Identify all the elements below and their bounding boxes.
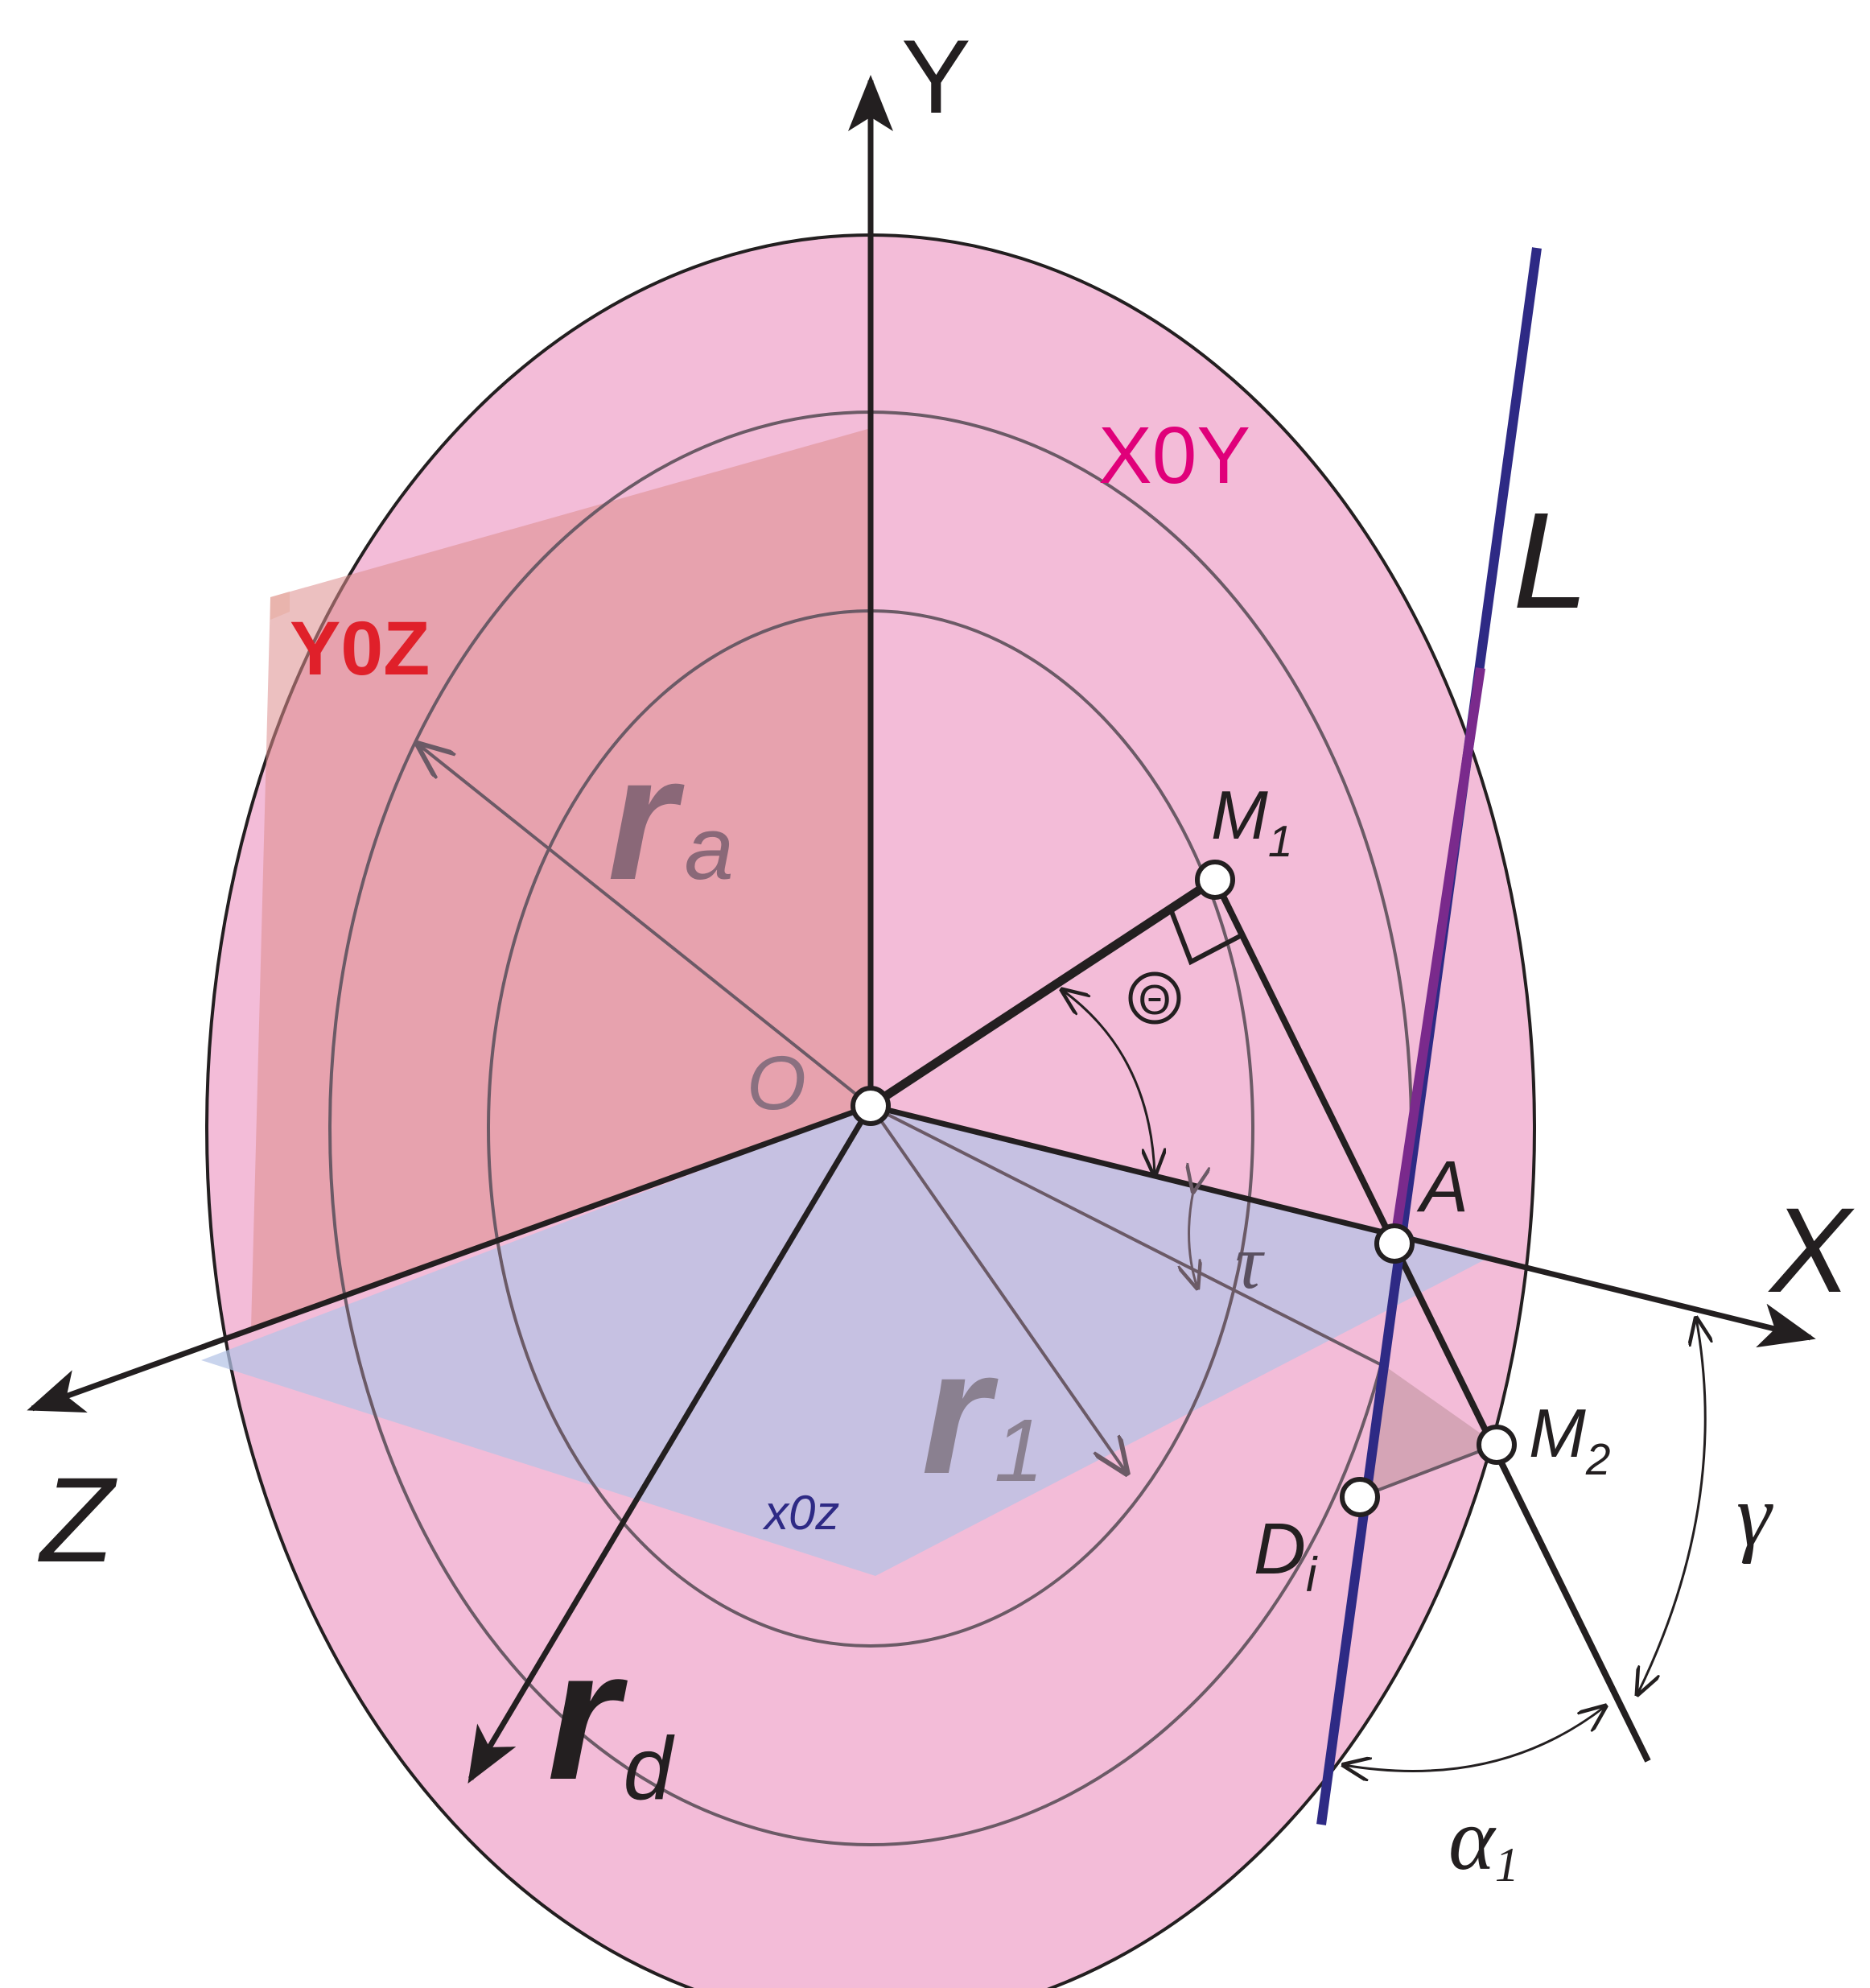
y-axis-label: Y: [901, 18, 971, 135]
line-l-label: L: [1513, 485, 1589, 637]
xoz-plane-label: x0z: [762, 1486, 839, 1540]
ra-label-main: r: [608, 719, 685, 917]
radius-rd-arrow: [468, 1104, 874, 1784]
gamma-arc: [1637, 1318, 1705, 1694]
yoz-plane-edge: [270, 592, 290, 620]
radius-gray-line: [870, 1104, 1389, 1370]
radius-ra-arrow: [418, 744, 872, 1107]
x-axis: [870, 1103, 1816, 1348]
r1-label-sub: 1: [995, 1401, 1044, 1500]
z-axis: [27, 1103, 872, 1413]
r1-label: r1: [921, 1313, 1044, 1511]
yoz-plane-label: Y0Z: [290, 606, 430, 691]
point-a: [1374, 1223, 1415, 1264]
di-label-main: D: [1254, 1509, 1306, 1590]
theta-symbol-ring: [1128, 971, 1181, 1025]
m1-label-sub: 1: [1268, 816, 1293, 866]
alpha-label: α1: [1448, 1790, 1519, 1891]
theta-label: Θ: [1139, 977, 1171, 1024]
line-l-overlap: [1390, 667, 1485, 1244]
theta-arc: [1062, 990, 1155, 1175]
point-origin: [851, 1086, 891, 1126]
m2-label-main: M: [1529, 1396, 1586, 1472]
rd-label-main: r: [547, 1611, 628, 1818]
alpha-label-sub: 1: [1495, 1838, 1519, 1891]
projection-triangle: [1360, 1368, 1497, 1497]
rd-label: rd: [547, 1611, 676, 1818]
di-label: Di: [1254, 1509, 1318, 1602]
radius-r1-arrow: [869, 1104, 1127, 1473]
m2-label: M2: [1529, 1396, 1610, 1484]
point-m2: [1477, 1425, 1517, 1465]
point-m1: [1195, 860, 1235, 900]
tau-arc: [1189, 1191, 1197, 1288]
line-m1-m2: [1212, 878, 1651, 1763]
rd-label-sub: d: [624, 1719, 676, 1818]
a-label: A: [1416, 1147, 1468, 1227]
x-axis-label: X: [1768, 1182, 1855, 1318]
m1-label-main: M: [1211, 777, 1268, 854]
ra-label-sub: a: [685, 799, 734, 898]
line-m2-di: [1359, 1443, 1497, 1499]
r1-label-main: r: [921, 1313, 999, 1511]
xoy-plane-label: X0Y: [1098, 410, 1250, 501]
right-angle-mark: [1168, 908, 1243, 966]
yoz-plane: [251, 428, 871, 1328]
ra-label: ra: [608, 719, 734, 917]
m2-label-sub: 2: [1585, 1434, 1611, 1484]
point-di: [1340, 1477, 1380, 1517]
alpha-label-main: α: [1448, 1790, 1497, 1888]
tau-label: τ: [1235, 1219, 1265, 1305]
di-label-sub: i: [1306, 1548, 1318, 1602]
z-axis-label: Z: [38, 1452, 117, 1587]
line-o-m1: [867, 876, 1218, 1110]
origin-label: O: [747, 1041, 806, 1126]
alpha-arc: [1344, 1706, 1605, 1771]
xoz-plane: [201, 1106, 1493, 1576]
m1-label: M1: [1211, 777, 1292, 866]
gamma-label: γ: [1736, 1466, 1773, 1565]
